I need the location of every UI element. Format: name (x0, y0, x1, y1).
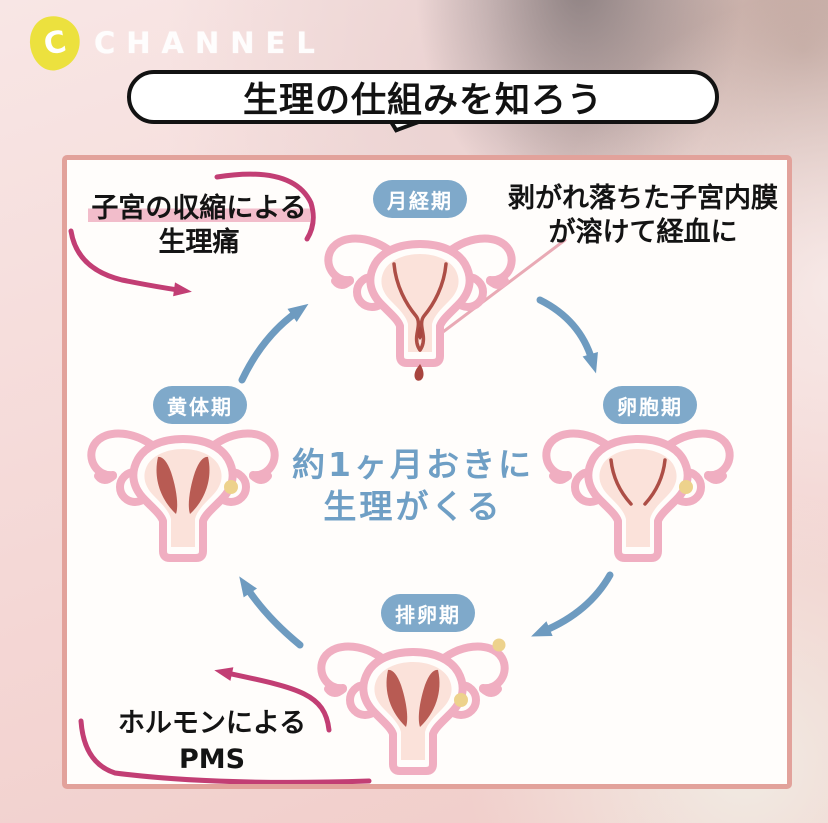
uterus-illustration-follicular (528, 405, 748, 580)
annotation-cramps-line1: 子宮の収縮による (88, 193, 310, 224)
phase-label-luteal: 黄体期 (153, 386, 247, 424)
phase-label-menstrual: 月経期 (373, 180, 467, 218)
phase-label-text: 月経期 (387, 188, 453, 213)
brand-logo: C CHANNEL (25, 12, 326, 74)
phase-label-text: 排卵期 (395, 602, 461, 627)
follicle-dot (679, 480, 693, 494)
released-egg-dot (492, 638, 506, 652)
page-title-text: 生理の仕組みを知ろう (242, 80, 603, 121)
phase-label-follicular: 卵胞期 (603, 386, 697, 424)
decorative-underline-bottom-left (78, 718, 372, 784)
annotation-pms-line1: ホルモンによる (117, 708, 307, 739)
corpus-luteum-dot (224, 480, 238, 494)
center-caption-line2: 生理がくる (323, 487, 503, 526)
annotation-endometrium-line2: が溶けて経血に (548, 217, 738, 248)
annotation-cramps-line2: 生理痛 (158, 227, 240, 258)
annotation-pms: ホルモンによる PMS (92, 706, 332, 778)
uterus-illustration-menstrual (310, 210, 530, 381)
cycle-arrow-ovulation-to-luteal (239, 576, 304, 649)
annotation-endometrium-line1: 剥がれ落ちた子宮内膜 (508, 183, 778, 214)
cycle-arrow-menstrual-to-follicular (536, 296, 598, 374)
annotation-arrow-cramps (68, 228, 192, 297)
page-title: 生理の仕組みを知ろう (127, 70, 719, 124)
annotation-cramps: 子宮の収縮による 生理痛 (77, 192, 321, 260)
phase-label-ovulation: 排卵期 (381, 594, 475, 632)
cycle-arrow-luteal-to-menstrual (238, 303, 309, 384)
cycle-diagram-card: 月経期 卵胞期 排卵期 黄体期 (62, 155, 792, 789)
phase-label-text: 黄体期 (167, 394, 233, 419)
blood-drop-icon (414, 364, 424, 381)
annotation-arrow-pms (214, 667, 332, 733)
connector-line-endometrium (421, 238, 567, 349)
cycle-arrow-follicular-to-ovulation (531, 571, 614, 637)
annotation-endometrium: 剥がれ落ちた子宮内膜 が溶けて経血に (487, 182, 799, 250)
phase-label-text: 卵胞期 (617, 394, 683, 419)
annotation-pms-line2: PMS (178, 744, 246, 775)
uterus-illustration-luteal (73, 405, 293, 580)
cycle-center-caption: 約1ヶ月おきに 生理がくる (228, 444, 598, 528)
logo-letter: C (41, 23, 69, 63)
follicle-dot (454, 693, 468, 707)
c-channel-logo-icon: C (25, 12, 85, 74)
logo-wordmark: CHANNEL (94, 26, 326, 60)
uterus-illustration-ovulation (303, 638, 523, 793)
center-caption-line1: 約1ヶ月おきに (292, 445, 534, 484)
